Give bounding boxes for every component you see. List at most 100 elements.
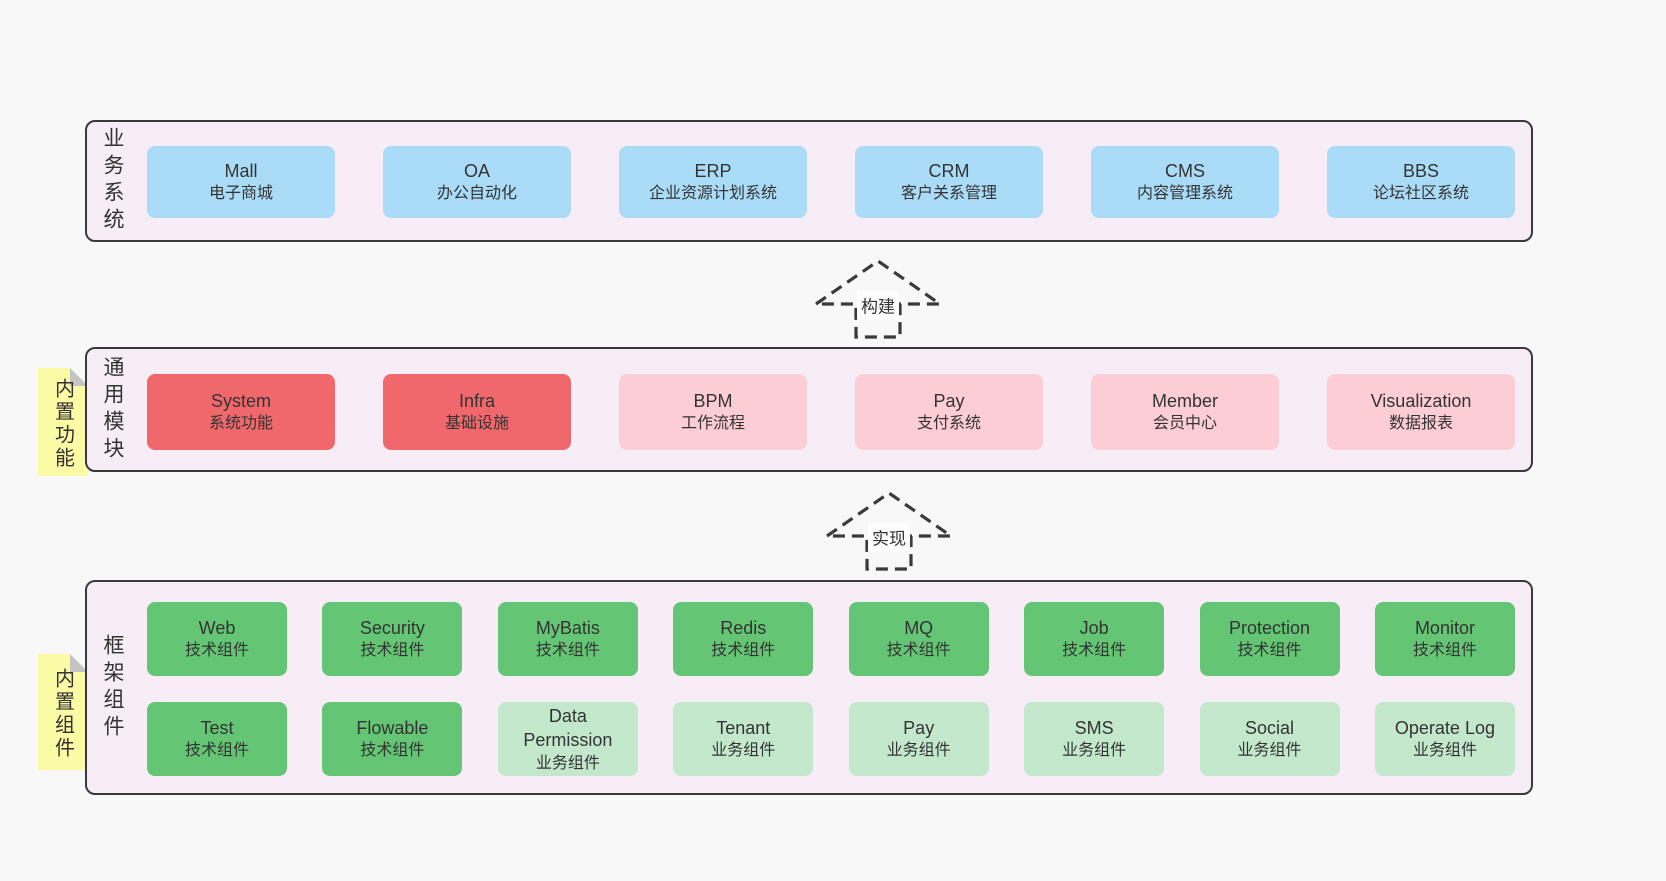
box-subtitle: 论坛社区系统 xyxy=(1372,185,1469,203)
band-label: 框架组件 xyxy=(101,633,124,742)
box-subtitle: 工作流程 xyxy=(680,415,745,433)
module-box-infra: Infra 基础设施 xyxy=(383,374,571,450)
box-subtitle: 技术组件 xyxy=(184,642,249,660)
box-subtitle: 技术组件 xyxy=(360,642,425,660)
box-row: Mall 电子商城 OA 办公自动化 ERP 企业资源计划系统 CRM 客户关系管理 CMS 内容… xyxy=(147,146,1515,218)
box-row: System 系统功能 Infra 基础设施 BPM 工作流程 Pay 支付系统 Member 会… xyxy=(147,374,1515,450)
box-subtitle: 技术组件 xyxy=(1062,642,1127,660)
sticky-note-label: 内置功能 xyxy=(51,378,74,471)
box-subtitle: 业务组件 xyxy=(886,742,951,760)
sticky-note-label: 内置组件 xyxy=(51,668,74,761)
box-title: Flowable xyxy=(356,718,429,739)
box-title: Pay xyxy=(903,718,935,739)
box-title: OA xyxy=(463,161,490,182)
box-subtitle: 技术组件 xyxy=(886,642,951,660)
box-subtitle: 办公自动化 xyxy=(436,185,517,203)
module-box-mall: Mall 电子商城 xyxy=(147,146,335,218)
module-box-mybatis: MyBatis 技术组件 xyxy=(497,602,638,676)
box-title: ERP xyxy=(694,161,732,182)
module-box-web: Web 技术组件 xyxy=(147,602,287,676)
box-title: Tenant xyxy=(716,718,771,739)
box-subtitle: 技术组件 xyxy=(1412,642,1477,660)
box-subtitle: 电子商城 xyxy=(208,185,273,203)
box-title: Web xyxy=(198,618,236,639)
box-subtitle: 系统功能 xyxy=(208,415,273,433)
box-subtitle: 支付系统 xyxy=(916,415,981,433)
box-title: Social xyxy=(1245,718,1295,739)
box-title: Security xyxy=(359,618,425,639)
module-box-oa: OA 办公自动化 xyxy=(383,146,571,218)
box-title: Mall xyxy=(224,161,258,182)
module-box-cms: CMS 内容管理系统 xyxy=(1091,146,1279,218)
dashed-up-arrow-icon xyxy=(812,259,944,339)
sticky-note-built-in-features: 内置功能 xyxy=(38,368,88,476)
box-subtitle: 业务组件 xyxy=(711,742,776,760)
box-title: MQ xyxy=(904,618,934,639)
module-box-tenant: Tenant 业务组件 xyxy=(673,702,814,776)
box-title: Visualization xyxy=(1370,391,1472,412)
box-subtitle: 业务组件 xyxy=(1237,742,1302,760)
box-title: Pay xyxy=(933,391,965,412)
box-title: Job xyxy=(1079,618,1109,639)
band-label: 业务系统 xyxy=(101,127,124,235)
box-subtitle: 技术组件 xyxy=(711,642,776,660)
module-box-redis: Redis 技术组件 xyxy=(673,602,814,676)
box-subtitle: 业务组件 xyxy=(1412,742,1477,760)
module-box-job: Job 技术组件 xyxy=(1024,602,1165,676)
box-title: Member xyxy=(1151,391,1218,412)
box-subtitle: 基础设施 xyxy=(444,415,509,433)
box-title: System xyxy=(210,391,271,412)
box-subtitle: 技术组件 xyxy=(535,642,600,660)
box-title: BPM xyxy=(693,391,733,412)
box-title: MyBatis xyxy=(535,618,600,639)
box-subtitle: 技术组件 xyxy=(360,742,425,760)
module-box-crm: CRM 客户关系管理 xyxy=(855,146,1043,218)
module-box-bpm: BPM 工作流程 xyxy=(619,374,807,450)
sticky-note-built-in-components: 内置组件 xyxy=(38,654,88,770)
module-box-pay: Pay 支付系统 xyxy=(855,374,1043,450)
box-title: CMS xyxy=(1165,161,1205,182)
module-box-mq: MQ 技术组件 xyxy=(848,602,989,676)
box-subtitle: 技术组件 xyxy=(1237,642,1302,660)
box-title: Operate Log xyxy=(1394,718,1495,739)
box-title: CRM xyxy=(928,161,970,182)
arrow-label: 实现 xyxy=(868,522,910,552)
sticky-paper xyxy=(38,654,88,770)
box-title: Redis xyxy=(720,618,767,639)
module-box-visualization: Visualization 数据报表 xyxy=(1327,374,1515,450)
box-subtitle: 业务组件 xyxy=(1062,742,1127,760)
box-title: Test xyxy=(200,718,234,739)
module-box-member: Member 会员中心 xyxy=(1091,374,1279,450)
module-box-pay: Pay 业务组件 xyxy=(848,702,989,776)
box-subtitle: 内容管理系统 xyxy=(1136,185,1233,203)
box-subtitle: 技术组件 xyxy=(184,742,249,760)
up-arrow-implement-icon: 实现 xyxy=(823,490,955,572)
arrow-label: 构建 xyxy=(857,290,899,320)
box-title: Data Permission xyxy=(523,705,613,751)
box-title: Monitor xyxy=(1414,618,1475,639)
box-subtitle: 企业资源计划系统 xyxy=(648,185,777,203)
box-subtitle: 数据报表 xyxy=(1388,415,1453,433)
module-box-operate-log: Operate Log 业务组件 xyxy=(1374,702,1515,776)
module-box-security: Security 技术组件 xyxy=(322,602,463,676)
module-box-monitor: Monitor 技术组件 xyxy=(1374,602,1515,676)
box-subtitle: 客户关系管理 xyxy=(900,185,997,203)
box-title: SMS xyxy=(1074,718,1114,739)
module-box-social: Social 业务组件 xyxy=(1199,702,1340,776)
module-box-sms: SMS 业务组件 xyxy=(1024,702,1165,776)
dashed-up-arrow-icon xyxy=(823,491,955,571)
box-title: Infra xyxy=(458,391,496,412)
sticky-paper xyxy=(38,368,88,476)
module-box-flowable: Flowable 技术组件 xyxy=(322,702,463,776)
up-arrow-build-icon: 构建 xyxy=(812,258,944,340)
box-subtitle: 会员中心 xyxy=(1152,415,1217,433)
module-box-test: Test 技术组件 xyxy=(147,702,287,776)
